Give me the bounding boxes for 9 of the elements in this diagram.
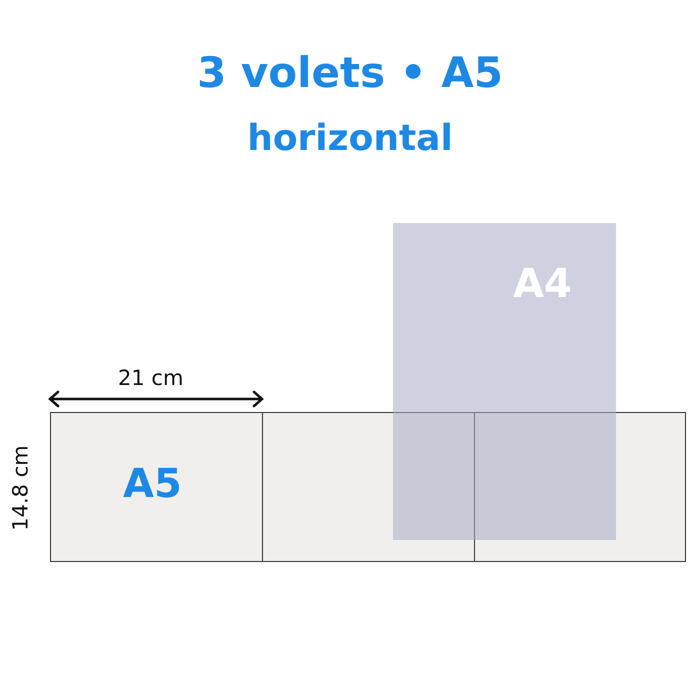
format-label: A5 xyxy=(123,461,182,507)
panel-box xyxy=(474,412,686,562)
fold-panel xyxy=(50,412,263,562)
dimension-text: 14.8 cm xyxy=(8,445,33,531)
subtitle: horizontal xyxy=(246,118,454,159)
title: 3 volets • A5 xyxy=(196,48,504,97)
sheet-overlay xyxy=(393,223,616,540)
dimension-text: 21 cm xyxy=(118,366,184,390)
panel-box xyxy=(262,412,475,562)
